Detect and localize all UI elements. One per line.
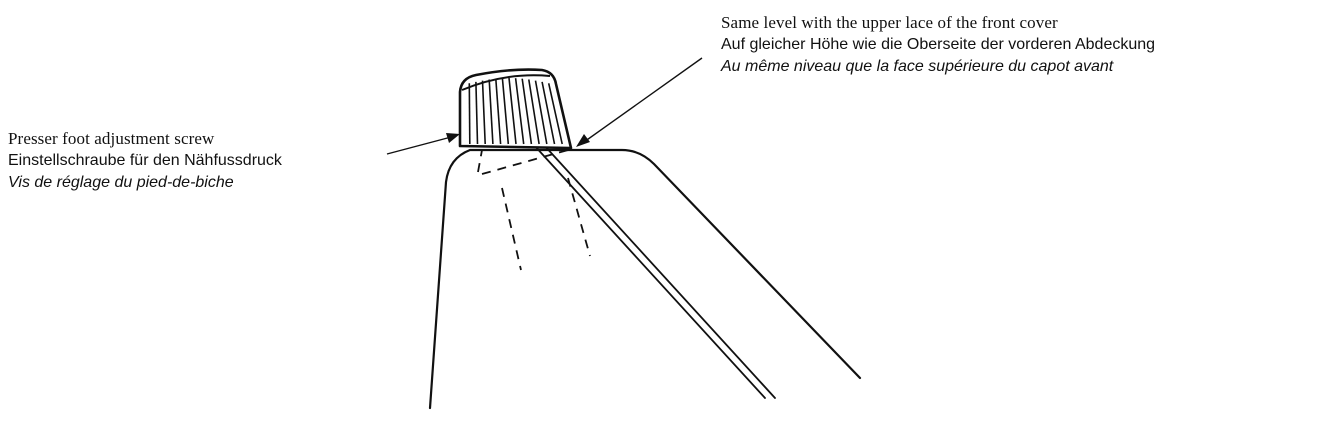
level-callout: Same level with the upper lace of the fr… (721, 12, 1155, 78)
arrowhead-screw (446, 133, 460, 143)
dash-right-vertical (568, 178, 590, 256)
knurl-line (516, 78, 524, 144)
knurl-line (509, 78, 516, 144)
screw-head-top-ellipse (462, 75, 550, 90)
dash-left-vertical (502, 188, 521, 270)
screw-label-english: Presser foot adjustment screw (8, 129, 215, 148)
knurl-line (549, 83, 563, 144)
screw-label-french: Vis de réglage du pied-de-biche (8, 174, 234, 191)
screw-knurling (469, 78, 562, 144)
knurl-line (483, 81, 486, 144)
front-cover-outline (430, 150, 860, 408)
adjustment-screw-head (460, 70, 571, 148)
screw-label-german: Einstellschraube für den Nähfussdruck (8, 152, 282, 169)
dash-top-line (482, 150, 568, 174)
knurl-line (489, 80, 493, 145)
cover-left-edge (430, 150, 860, 408)
knurl-line (522, 79, 531, 144)
knurl-line (542, 82, 554, 144)
hidden-screw-dashes (478, 150, 590, 270)
presser-bar-line-right (543, 144, 775, 398)
knurl-line (529, 80, 539, 145)
level-label-french: Au même niveau que la face supérieure du… (721, 58, 1114, 75)
knurl-line (502, 78, 508, 144)
dash-left-connector (478, 150, 482, 172)
presser-bar-line-left (533, 144, 765, 398)
leader-screw (387, 136, 455, 154)
knurl-line (476, 82, 478, 144)
screw-callout: Presser foot adjustment screw Einstellsc… (8, 128, 282, 194)
knurl-line (536, 81, 547, 144)
leader-lines (387, 58, 702, 154)
arrowhead-level (576, 134, 590, 147)
level-label-german: Auf gleicher Höhe wie die Oberseite der … (721, 36, 1156, 53)
knurl-line (469, 83, 470, 144)
leader-level (584, 58, 702, 142)
presser-bar (533, 144, 775, 398)
level-label-english: Same level with the upper lace of the fr… (721, 13, 1058, 32)
knurl-line (496, 79, 501, 144)
